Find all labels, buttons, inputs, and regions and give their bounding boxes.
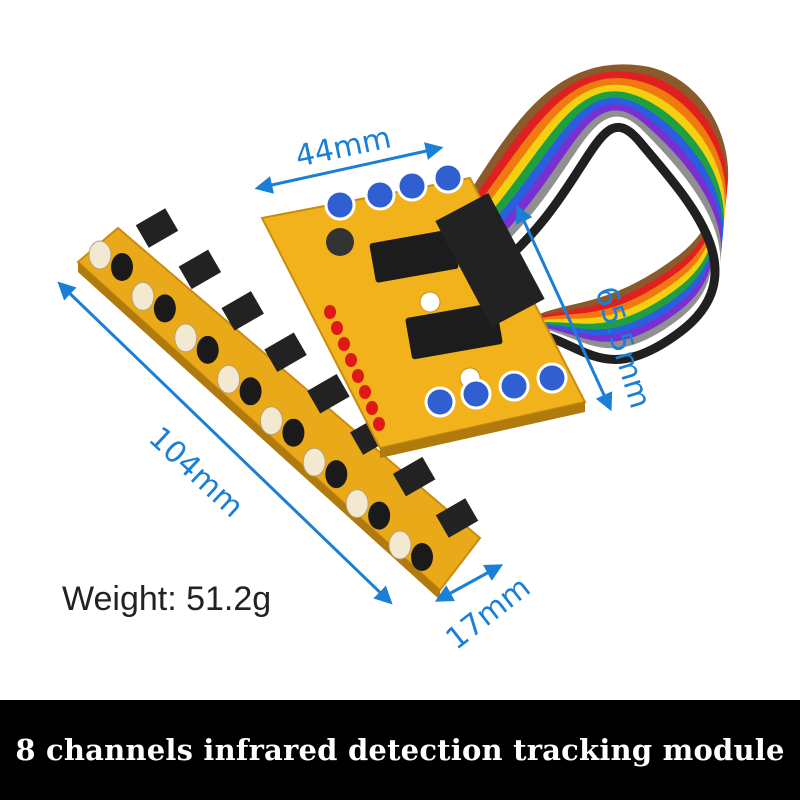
ir-emitter (88, 240, 112, 270)
ir-emitter (388, 530, 412, 560)
jumper-connector (435, 498, 479, 538)
jumper-connector (392, 456, 436, 497)
red-led (345, 353, 357, 367)
potentiometer (498, 370, 530, 402)
jumper-connector (178, 249, 222, 290)
ir-receiver (325, 460, 348, 489)
potentiometer (432, 162, 464, 194)
red-led (338, 337, 350, 351)
potentiometer (396, 170, 428, 202)
ir-receiver (411, 543, 433, 571)
red-led (359, 385, 371, 399)
ir-receiver (111, 253, 133, 281)
potentiometer (324, 189, 356, 221)
red-led (373, 417, 385, 431)
potentiometer (364, 179, 396, 211)
red-led (366, 401, 378, 415)
ir-emitter (174, 323, 198, 353)
potentiometer (536, 362, 568, 394)
ir-emitter (302, 447, 326, 477)
caption-banner: 8 channels infrared detection tracking m… (0, 700, 800, 800)
ir-receiver (196, 335, 219, 364)
ic-chip-2 (405, 302, 503, 360)
jumper-connector (135, 208, 179, 248)
mounting-hole (419, 291, 441, 313)
ir-receiver (368, 501, 391, 530)
ir-receiver (239, 377, 262, 406)
red-led (324, 305, 336, 319)
width-arrow (254, 142, 444, 194)
ir-receiver (282, 418, 305, 447)
red-led (331, 321, 343, 335)
weight-text: Weight: 51.2g (62, 580, 272, 618)
potentiometer (424, 386, 456, 418)
ir-emitter (217, 364, 241, 394)
ir-emitter (131, 281, 155, 311)
sensor-module-illustration (57, 64, 729, 605)
length-arrow (57, 281, 393, 605)
red-led (352, 369, 364, 383)
capacitor (326, 228, 354, 256)
product-photo: 44mm 104mm 65.5mm 17mm (57, 64, 729, 657)
ir-receiver (153, 294, 176, 323)
ic-chip-1 (369, 229, 459, 283)
ir-emitter (345, 489, 369, 519)
height-arrow (515, 204, 613, 412)
ir-emitter (259, 406, 283, 436)
potentiometer (460, 378, 492, 410)
depth-arrow (434, 564, 504, 602)
banner-title: 8 channels infrared detection tracking m… (15, 733, 785, 767)
